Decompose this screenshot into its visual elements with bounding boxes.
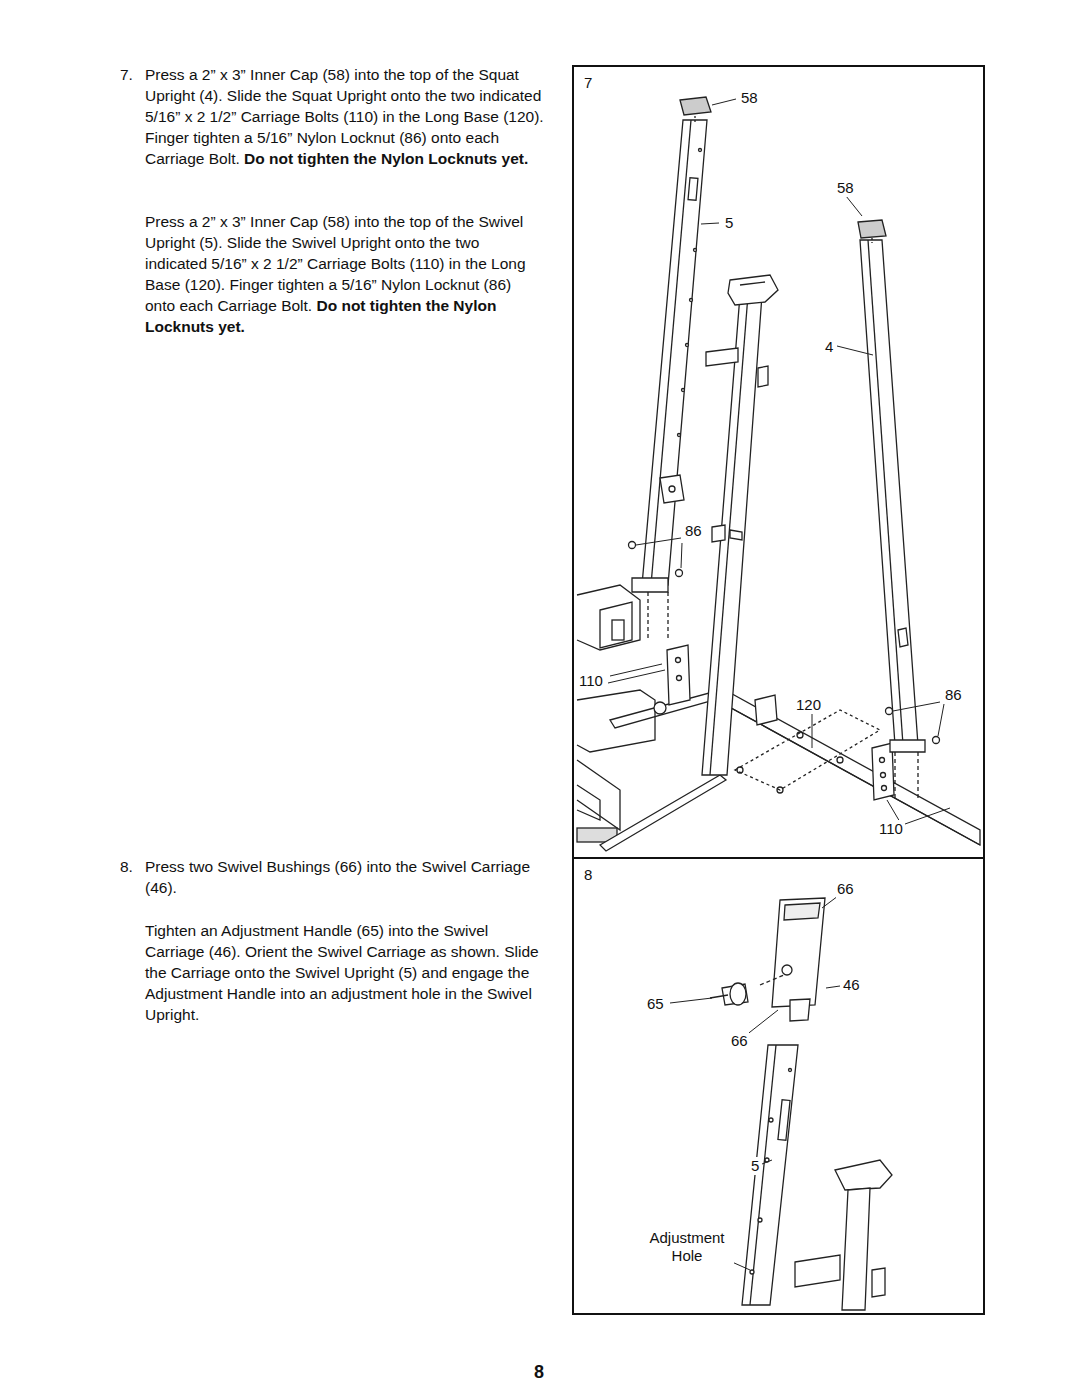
callout-number: 66 (836, 880, 855, 898)
instruction-paragraph: Press a 2” x 3” Inner Cap (58) into the … (145, 211, 545, 337)
callout-number: 66 (730, 1032, 749, 1050)
callout-number: 86 (684, 522, 703, 540)
callout-number: 58 (740, 89, 759, 107)
callout-number: 5 (750, 1157, 760, 1175)
figure-divider (573, 857, 984, 859)
callout-number: 120 (795, 696, 822, 714)
callout-number: 46 (842, 976, 861, 994)
instruction-paragraph: Press a 2” x 3” Inner Cap (58) into the … (145, 64, 545, 169)
callout-number: 58 (836, 179, 855, 197)
instruction-paragraph: Press two Swivel Bushings (66) into the … (145, 856, 545, 898)
callout-number: 86 (944, 686, 963, 704)
warning-text: Do not tighten the Nylon Locknuts yet. (244, 150, 528, 167)
figure-number: 8 (583, 866, 593, 884)
callout-number: 4 (824, 338, 834, 356)
figure-frame (573, 66, 984, 1314)
figure-7-drawing (577, 97, 980, 851)
instruction-paragraph: Tighten an Adjustment Handle (65) into t… (145, 920, 545, 1025)
page-number: 8 (534, 1361, 544, 1383)
callout-number: 5 (724, 214, 734, 232)
callout-number: 110 (878, 820, 904, 838)
callout-number: 65 (646, 995, 665, 1013)
instruction-text: Tighten an Adjustment Handle (65) into t… (145, 922, 539, 1023)
instruction-text: Press two Swivel Bushings (66) into the … (145, 858, 530, 896)
step-number: 8. (120, 856, 133, 877)
callout-number: 110 (578, 672, 604, 690)
callout-text: Adjustment Hole (640, 1229, 734, 1265)
figure-number: 7 (583, 74, 593, 92)
step-number: 7. (120, 64, 133, 85)
